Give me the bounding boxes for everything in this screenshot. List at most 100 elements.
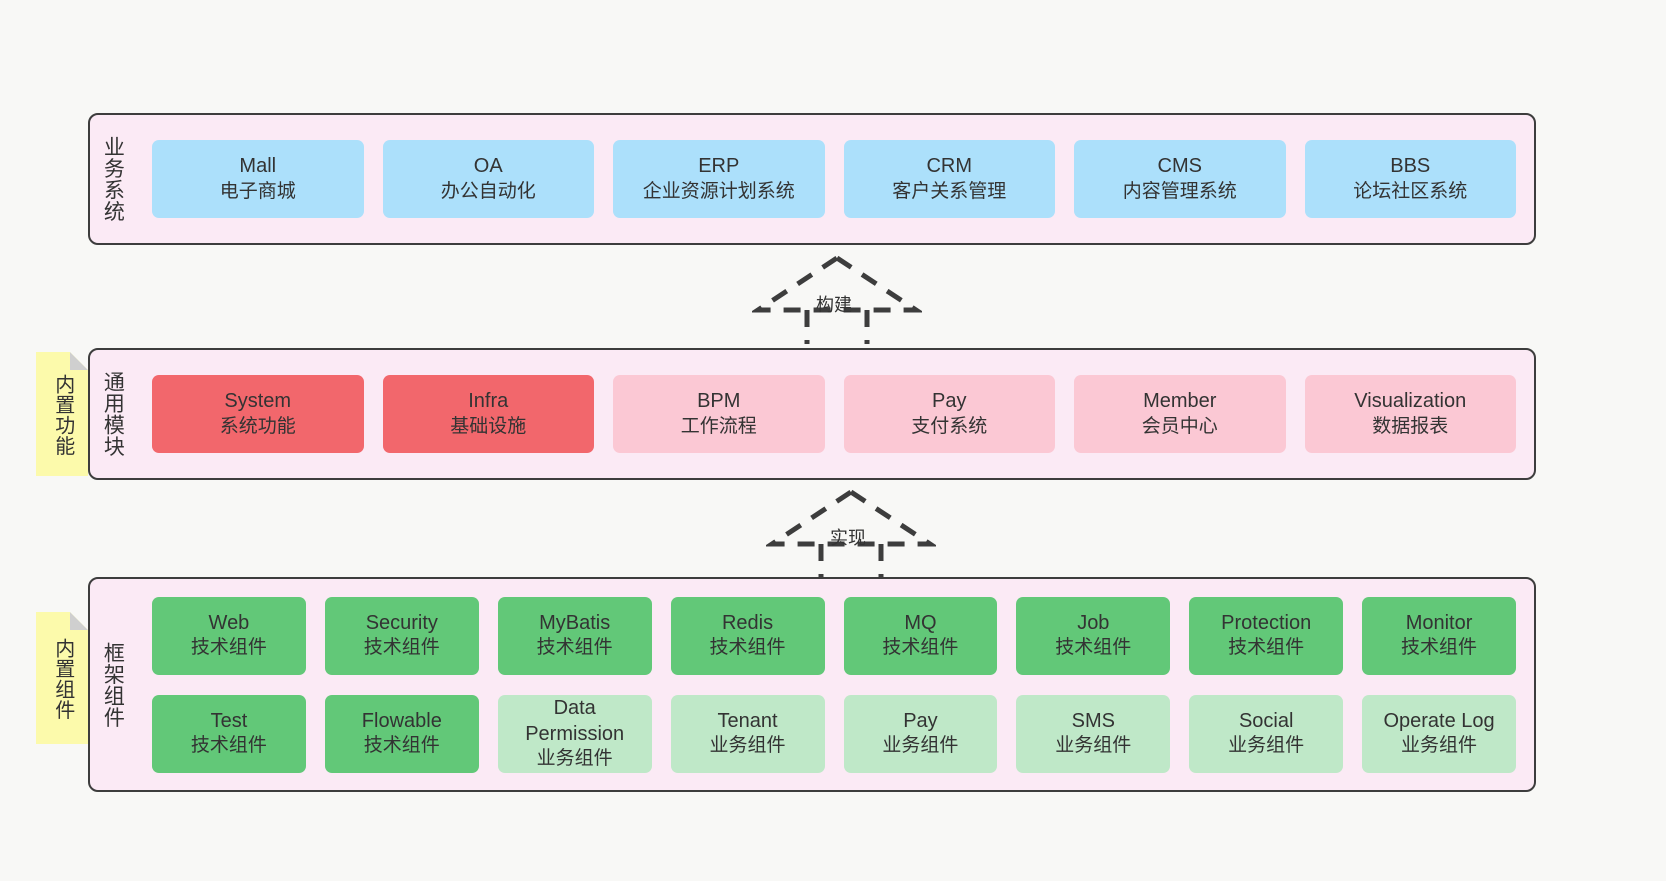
- module-card-subtitle: 工作流程: [680, 415, 757, 437]
- module-card-oa[interactable]: OA 办公自动化: [382, 140, 594, 218]
- module-card-subtitle: 办公自动化: [440, 180, 536, 202]
- module-card-subtitle: 业务组件: [1228, 735, 1305, 757]
- module-card-title: Web: [208, 611, 250, 634]
- module-card-subtitle: 技术组件: [190, 637, 267, 659]
- module-card-mybatis[interactable]: MyBatis 技术组件: [497, 596, 652, 675]
- module-card-title: BPM: [697, 390, 741, 413]
- module-card-test[interactable]: Test 技术组件: [152, 694, 306, 773]
- module-card-title: Mall: [239, 155, 277, 178]
- module-card-visualization[interactable]: Visualization 数据报表: [1304, 375, 1516, 453]
- module-card-operate-log[interactable]: Operate Log 业务组件: [1362, 694, 1516, 773]
- module-card-redis[interactable]: Redis 技术组件: [670, 596, 825, 675]
- layer-title-common: 通用模块: [101, 371, 125, 457]
- module-card-subtitle: 业务组件: [1055, 735, 1132, 757]
- cell-row: Mall 电子商城 OA 办公自动化 ERP 企业资源计划系统 CRM 客户关系…: [152, 140, 1516, 218]
- module-card-title: BBS: [1390, 155, 1431, 178]
- module-card-subtitle: 技术组件: [190, 735, 267, 757]
- module-card-web[interactable]: Web 技术组件: [152, 596, 306, 675]
- module-card-pay-business[interactable]: Pay 业务组件: [843, 694, 998, 773]
- cell-row: System 系统功能 Infra 基础设施 BPM 工作流程 Pay 支付系统…: [152, 375, 1516, 453]
- module-card-title: SMS: [1071, 709, 1115, 732]
- module-card-title: Member: [1143, 390, 1217, 413]
- module-card-title: Test: [210, 709, 248, 732]
- module-card-member[interactable]: Member 会员中心: [1074, 375, 1286, 453]
- module-card-system[interactable]: System 系统功能: [152, 375, 364, 453]
- module-card-title: Security: [365, 611, 438, 634]
- module-card-title: Visualization: [1354, 390, 1467, 413]
- module-card-subtitle: 业务组件: [536, 747, 613, 769]
- module-card-subtitle: 业务组件: [882, 735, 959, 757]
- module-card-title: Social: [1238, 709, 1294, 732]
- module-card-title: Operate Log: [1383, 709, 1495, 732]
- module-card-title: Protection: [1221, 611, 1312, 634]
- cell-row: Test 技术组件 Flowable 技术组件 Data Permission …: [152, 694, 1516, 773]
- module-card-social[interactable]: Social 业务组件: [1189, 694, 1344, 773]
- layer-title-business: 业务系统: [101, 136, 125, 222]
- module-card-data-permission[interactable]: Data Permission 业务组件: [497, 694, 652, 773]
- module-card-subtitle: 会员中心: [1141, 415, 1218, 437]
- module-card-subtitle: 业务组件: [709, 735, 786, 757]
- module-card-flowable[interactable]: Flowable 技术组件: [324, 694, 479, 773]
- arrow-label-build: 构建: [816, 295, 852, 315]
- note-fold-corner-icon: [70, 612, 88, 630]
- module-card-security[interactable]: Security 技术组件: [324, 596, 479, 675]
- module-card-title: Pay: [903, 709, 938, 732]
- module-card-title: Tenant: [717, 709, 778, 732]
- note-builtin-function: 内置功能: [36, 352, 88, 476]
- module-card-title: Redis: [721, 611, 774, 634]
- layer-body-business: Mall 电子商城 OA 办公自动化 ERP 企业资源计划系统 CRM 客户关系…: [134, 115, 1534, 243]
- cell-row: Web 技术组件 Security 技术组件 MyBatis 技术组件 Redi…: [152, 596, 1516, 675]
- module-card-bbs[interactable]: BBS 论坛社区系统: [1304, 140, 1516, 218]
- module-card-erp[interactable]: ERP 企业资源计划系统: [613, 140, 825, 218]
- note-label: 内置功能: [51, 374, 74, 456]
- note-builtin-component: 内置组件: [36, 612, 88, 744]
- layer-business-systems: 业务系统 Mall 电子商城 OA 办公自动化 ERP 企业资源计划系统 CRM…: [88, 113, 1536, 245]
- module-card-title: Data Permission: [525, 697, 625, 745]
- module-card-subtitle: 业务组件: [1401, 735, 1478, 757]
- note-label: 内置组件: [51, 638, 74, 720]
- module-card-subtitle: 技术组件: [536, 637, 613, 659]
- module-card-mall[interactable]: Mall 电子商城: [152, 140, 364, 218]
- module-card-cms[interactable]: CMS 内容管理系统: [1074, 140, 1286, 218]
- module-card-subtitle: 论坛社区系统: [1353, 180, 1468, 202]
- module-card-crm[interactable]: CRM 客户关系管理: [843, 140, 1055, 218]
- module-card-title: CMS: [1157, 155, 1202, 178]
- module-card-title: MQ: [904, 611, 937, 634]
- layer-body-common: System 系统功能 Infra 基础设施 BPM 工作流程 Pay 支付系统…: [134, 350, 1534, 478]
- module-card-subtitle: 支付系统: [911, 415, 988, 437]
- layer-title-framework: 框架组件: [101, 641, 125, 728]
- module-card-subtitle: 技术组件: [1401, 637, 1478, 659]
- module-card-subtitle: 企业资源计划系统: [642, 180, 795, 202]
- note-fold-corner-icon: [70, 352, 88, 370]
- module-card-protection[interactable]: Protection 技术组件: [1189, 596, 1344, 675]
- module-card-subtitle: 技术组件: [363, 637, 440, 659]
- module-card-title: Job: [1077, 611, 1110, 634]
- module-card-subtitle: 技术组件: [1055, 637, 1132, 659]
- layer-framework-components: 框架组件 Web 技术组件 Security 技术组件 MyBatis 技术组件…: [88, 577, 1536, 792]
- module-card-monitor[interactable]: Monitor 技术组件: [1362, 596, 1516, 675]
- module-card-subtitle: 内容管理系统: [1122, 180, 1237, 202]
- module-card-mq[interactable]: MQ 技术组件: [843, 596, 998, 675]
- module-card-subtitle: 技术组件: [1228, 637, 1305, 659]
- module-card-subtitle: 客户关系管理: [892, 180, 1007, 202]
- module-card-pay[interactable]: Pay 支付系统: [843, 375, 1055, 453]
- module-card-title: Monitor: [1405, 611, 1473, 634]
- module-card-bpm[interactable]: BPM 工作流程: [613, 375, 825, 453]
- module-card-subtitle: 数据报表: [1372, 415, 1449, 437]
- arrow-label-implement: 实现: [830, 528, 866, 548]
- module-card-subtitle: 电子商城: [219, 180, 296, 202]
- module-card-title: OA: [473, 155, 503, 178]
- layer-common-modules: 通用模块 System 系统功能 Infra 基础设施 BPM 工作流程 Pay…: [88, 348, 1536, 480]
- module-card-sms[interactable]: SMS 业务组件: [1016, 694, 1171, 773]
- module-card-title: System: [224, 390, 292, 413]
- module-card-title: Flowable: [361, 709, 442, 732]
- module-card-title: CRM: [926, 155, 973, 178]
- module-card-title: Infra: [468, 390, 509, 413]
- module-card-tenant[interactable]: Tenant 业务组件: [670, 694, 825, 773]
- module-card-infra[interactable]: Infra 基础设施: [382, 375, 594, 453]
- module-card-title: Pay: [932, 390, 967, 413]
- module-card-subtitle: 技术组件: [709, 637, 786, 659]
- module-card-job[interactable]: Job 技术组件: [1016, 596, 1171, 675]
- module-card-subtitle: 基础设施: [450, 415, 527, 437]
